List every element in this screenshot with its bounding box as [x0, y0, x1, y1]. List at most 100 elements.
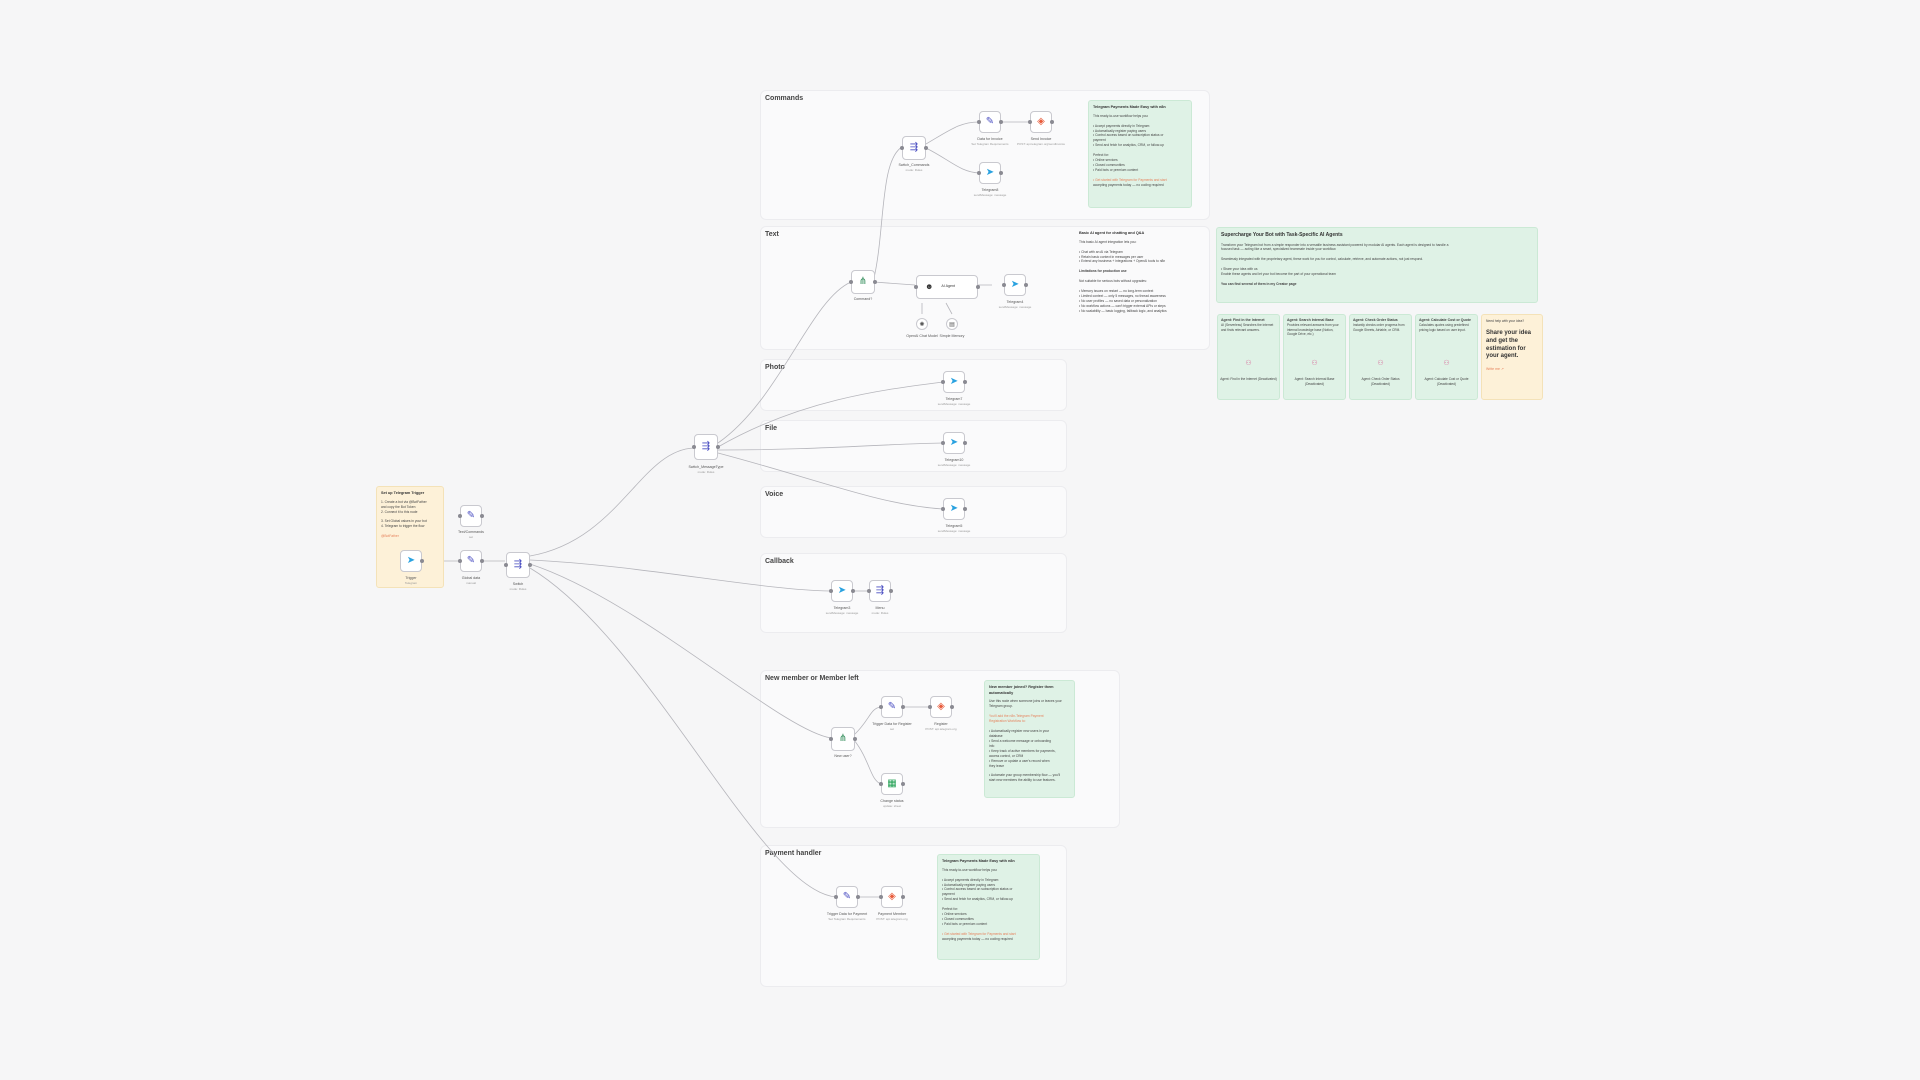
- pencil-icon: ✎: [842, 891, 852, 902]
- switch-icon: ⇶: [701, 441, 711, 452]
- sticky-line: Perfect for:: [1093, 153, 1110, 158]
- node-send-invoice[interactable]: ◈: [1028, 111, 1054, 133]
- node-label: Telegram4: [1006, 300, 1024, 304]
- node-payment-member[interactable]: ◈: [879, 886, 905, 908]
- node-openai-chat-model[interactable]: ✺: [916, 318, 928, 330]
- sticky-line: payment: [942, 892, 955, 897]
- sticky-link[interactable]: @BotFather: [381, 534, 399, 539]
- node-telegram3[interactable]: ➤: [829, 580, 855, 602]
- sticky-line: Seamlessly integrated with the proprieta…: [1221, 257, 1424, 262]
- switch-icon: ⇶: [909, 142, 919, 153]
- node-simple-memory[interactable]: ▤: [946, 318, 958, 330]
- sticky-line: • No user profiles — no saved data or pe…: [1079, 298, 1157, 303]
- sticky-link[interactable]: Registration Workflow to:: [989, 719, 1026, 724]
- openai-icon: ✺: [919, 321, 925, 328]
- agent-card-check-order[interactable]: Agent: Check Order Status Instantly chec…: [1349, 314, 1412, 400]
- node-label: OpenAI Chat Model: [906, 334, 938, 338]
- sticky-title: Need help with your idea?: [1486, 319, 1525, 323]
- node-sub: set: [889, 727, 894, 731]
- sticky-line: • Online services: [942, 912, 967, 917]
- node-telegram10[interactable]: ➤: [941, 432, 967, 454]
- sticky-line: start new members the ability to use fea…: [989, 778, 1056, 783]
- node-telegram8[interactable]: ➤: [977, 162, 1003, 184]
- sticky-title: New member joined? Register them automat…: [989, 685, 1054, 695]
- node-trigger[interactable]: ➤: [400, 550, 424, 572]
- sticky-line: accepting payments today — no coding req…: [1093, 182, 1164, 187]
- telegram-icon: ➤: [949, 503, 959, 514]
- sticky-link[interactable]: You'll add the n8n-Telegram Payment: [989, 714, 1044, 719]
- node-trigger-data-payment[interactable]: ✎: [834, 886, 860, 908]
- node-label: Trigger Data for Register: [872, 722, 912, 726]
- node-label: Switch_MessageType: [688, 465, 724, 469]
- telegram-icon: ➤: [949, 376, 959, 387]
- node-label: Telegram8: [981, 188, 999, 192]
- node-register[interactable]: ◈: [928, 696, 954, 718]
- node-label: AI Agent: [941, 284, 956, 289]
- node-command-if[interactable]: ⋔: [849, 270, 877, 294]
- node-menu[interactable]: ⇶: [867, 580, 893, 602]
- node-switch-commands[interactable]: ⇶: [900, 136, 928, 160]
- sticky-line: • Limited context — only 5 messages, no …: [1079, 294, 1166, 298]
- sticky-link[interactable]: • Get started with Telegram for Payments…: [1093, 177, 1167, 182]
- section-title: Commands: [765, 95, 804, 102]
- node-sub: sendMessage: message: [937, 529, 971, 533]
- node-data-for-invoice[interactable]: ✎: [977, 111, 1003, 133]
- write-me-link[interactable]: Write me ↗: [1486, 367, 1504, 372]
- node-label: Telegram7: [945, 397, 963, 401]
- sticky-line: • Paid bots or premium content: [1093, 168, 1139, 172]
- node-label: Simple Memory: [939, 334, 965, 338]
- sticky-line: • Send a welcome message or onboarding: [989, 738, 1052, 743]
- node-change-status[interactable]: ▦: [879, 773, 905, 795]
- http-request-icon: ◈: [1037, 116, 1045, 127]
- sticky-line: • Chat with an AI via Telegram: [1079, 249, 1123, 254]
- sticky-line: • Automatically register paying users: [1093, 128, 1147, 133]
- node-switch[interactable]: ⇶: [504, 552, 532, 578]
- sticky-line: • Retain basic context in messages per u…: [1079, 254, 1144, 259]
- agent-card-calculate-cost[interactable]: Agent: Calculate Cost or Quote Calculate…: [1415, 314, 1478, 400]
- sticky-title: Supercharge Your Bot with Task-Specific …: [1221, 232, 1343, 238]
- telegram-icon: ➤: [985, 167, 995, 178]
- sticky-line: • No workflow actions — can't trigger ex…: [1079, 303, 1166, 308]
- agent-desc: Instantly checks order progress from Goo…: [1353, 323, 1405, 332]
- agent-title: Agent: Calculate Cost or Quote: [1419, 318, 1471, 322]
- agent-card-search-internal[interactable]: Agent: Search Internal Base Provides rel…: [1283, 314, 1346, 400]
- agent-name: Agent: Find in the Internet (Deactivated…: [1220, 377, 1277, 381]
- sticky-link[interactable]: • Get started with Telegram for Payments…: [942, 931, 1016, 936]
- sticky-line: payment: [1093, 138, 1106, 143]
- http-request-icon: ◈: [937, 701, 945, 712]
- sticky-line: 2. Connect it to this node: [381, 509, 418, 514]
- agent-desc: AI (Serverless) Searches the internet an…: [1221, 323, 1274, 332]
- sticky-line: • Accept payments directly in Telegram: [942, 877, 999, 882]
- sticky-line: Perfect for:: [942, 907, 959, 912]
- node-trigger-data-register[interactable]: ✎: [879, 696, 905, 718]
- node-ai-agent[interactable]: ☻ AI Agent: [914, 275, 980, 299]
- node-switch-message-type[interactable]: ⇶: [692, 434, 720, 460]
- sticky-line: • Paid bots or premium content: [942, 922, 988, 926]
- node-new-user[interactable]: ⋔: [829, 727, 857, 751]
- node-label: Trigger: [405, 576, 417, 580]
- sticky-line: • Closed communities: [1093, 163, 1125, 168]
- node-text-commands[interactable]: ✎: [458, 505, 484, 527]
- sticky-line: accepting payments today — no coding req…: [942, 936, 1013, 941]
- node-sub: sendMessage: message: [998, 305, 1032, 309]
- node-sub: Telegram: [404, 581, 418, 585]
- node-telegram7[interactable]: ➤: [941, 371, 967, 393]
- sticky-line: • Closed communities: [942, 917, 974, 922]
- node-telegram4[interactable]: ➤: [1002, 274, 1028, 296]
- node-label: Menu: [875, 606, 885, 610]
- section-photo: Photo: [760, 359, 1067, 411]
- sticky-line: • Share your idea with us: [1221, 267, 1258, 272]
- if-branch-icon: ⋔: [838, 733, 848, 744]
- node-telegram5[interactable]: ➤: [941, 498, 967, 520]
- node-sub: set: [468, 535, 473, 539]
- node-label: Switch: [512, 582, 524, 586]
- section-callback: Callback: [760, 553, 1067, 633]
- sticky-line: This basic AI agent integration lets you…: [1079, 239, 1137, 244]
- agent-icon: ⚇: [1377, 360, 1384, 367]
- robot-icon: ☻: [925, 282, 934, 291]
- agent-card-find-internet[interactable]: Agent: Find in the Internet AI (Serverle…: [1217, 314, 1280, 400]
- node-global-data[interactable]: ✎: [458, 550, 484, 572]
- sticky-line: Use this node when someone joins or leav…: [989, 699, 1062, 704]
- pencil-icon: ✎: [466, 555, 476, 566]
